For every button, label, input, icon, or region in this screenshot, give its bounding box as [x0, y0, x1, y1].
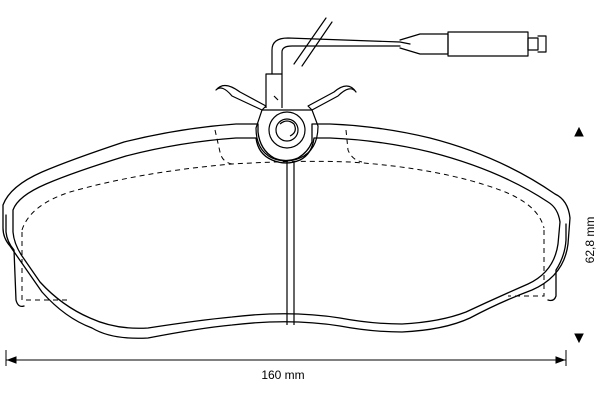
- hidden-line-right-inner: [508, 230, 545, 297]
- width-arrow-left: [6, 356, 17, 364]
- sensor-housing: [255, 109, 319, 162]
- sensor-ring-inner-detail: [279, 120, 296, 137]
- right-tab: [547, 223, 567, 302]
- width-arrow-right: [555, 356, 566, 364]
- height-label: 62,8 mm: [583, 217, 597, 264]
- width-label: 160 mm: [261, 368, 304, 382]
- friction-pad-outline: [12, 137, 561, 329]
- clip-wing-right: [307, 85, 357, 111]
- backing-plate-outline: [2, 123, 571, 339]
- sensor-ring-inner: [275, 118, 299, 142]
- connector-body: [447, 31, 529, 57]
- clip-wing-left: [215, 84, 267, 111]
- connector-tip: [527, 37, 539, 51]
- connector-end: [537, 35, 547, 53]
- height-arrow-top: [574, 126, 584, 137]
- left-tab: [5, 214, 25, 308]
- sensor-post: [265, 73, 283, 108]
- hidden-line-upper: [21, 160, 545, 231]
- hidden-line-left-inner: [21, 232, 68, 301]
- sensor-wire: [271, 37, 411, 75]
- hidden-line-right-bracket: [345, 129, 363, 163]
- sensor-wire-cut-marks: [293, 17, 333, 67]
- hidden-line-left-bracket: [214, 129, 233, 165]
- sensor-post-mark: [273, 95, 279, 101]
- height-arrow-bottom: [574, 333, 584, 344]
- sensor-ring-outer: [268, 111, 306, 149]
